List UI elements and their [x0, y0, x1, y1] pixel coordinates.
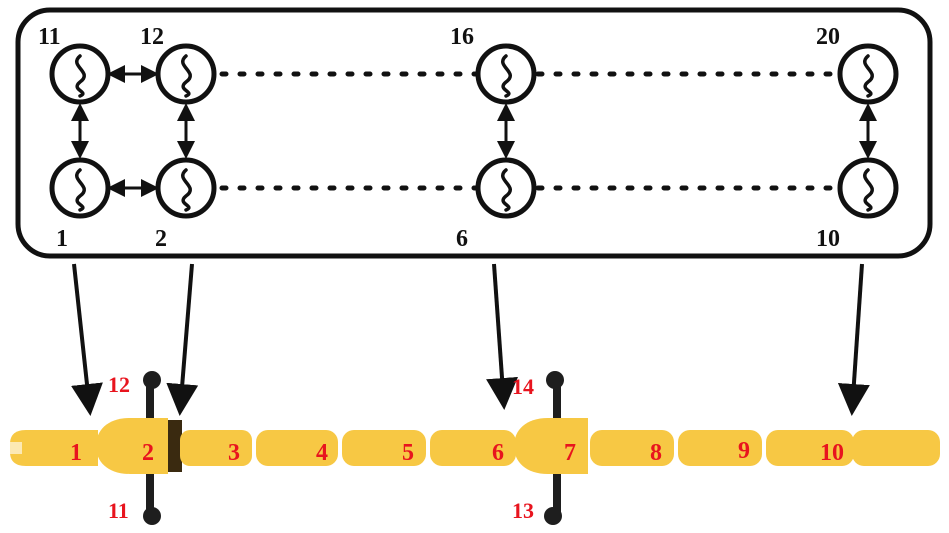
segment-label-3: 3: [228, 440, 240, 466]
segment-label-9: 9: [738, 438, 750, 464]
leg-label-13: 13: [512, 498, 534, 523]
leg-front-right: [143, 466, 161, 525]
segment-2-joint: [168, 420, 182, 472]
segment-10: [766, 430, 854, 466]
oscillator-label-6: 6: [456, 226, 468, 252]
mapping-arrow-10: [837, 263, 870, 416]
sine-wave-icon: [501, 54, 512, 98]
segment-label-2: 2: [142, 440, 154, 466]
sine-wave-icon: [863, 168, 874, 212]
segment-label-8: 8: [650, 440, 662, 466]
mapping-arrow-2: [166, 263, 199, 416]
sine-wave-icon: [501, 168, 512, 212]
oscillator-label-11: 11: [38, 24, 61, 50]
oscillator-label-12: 12: [140, 24, 164, 50]
leg-rear-left: [546, 371, 564, 420]
segment-label-4: 4: [316, 440, 328, 466]
robot-body: [8, 418, 940, 474]
segment-label-7: 7: [564, 440, 576, 466]
segment-6: [430, 430, 516, 466]
segment-2: [96, 418, 168, 474]
segment-3: [180, 430, 252, 466]
sine-wave-icon: [181, 168, 192, 212]
oscillator-label-16: 16: [450, 24, 474, 50]
segment-1: [10, 430, 98, 466]
leg-label-14: 14: [512, 374, 534, 399]
oscillator-1: [49, 157, 111, 219]
segment-4: [256, 430, 338, 466]
oscillator-2: [155, 157, 217, 219]
segment-label-5: 5: [402, 440, 414, 466]
leg-front-left: [143, 371, 161, 428]
mapping-arrow-6: [486, 263, 518, 410]
leg-label-12: 12: [108, 372, 130, 397]
oscillator-16: [475, 43, 537, 105]
oscillator-label-20: 20: [816, 24, 840, 50]
sine-wave-icon: [181, 54, 192, 98]
oscillator-10: [837, 157, 899, 219]
segment-5: [342, 430, 426, 466]
segment-label-1: 1: [70, 440, 82, 466]
segment-9: [678, 430, 762, 466]
oscillator-label-1: 1: [56, 226, 68, 252]
segment-label-6: 6: [492, 440, 504, 466]
segment-label-10: 10: [820, 440, 844, 466]
oscillator-6: [475, 157, 537, 219]
sine-wave-icon: [75, 54, 86, 98]
segment-1-tip: [8, 442, 22, 454]
leg-label-11: 11: [108, 498, 129, 523]
oscillator-label-10: 10: [816, 226, 840, 252]
oscillator-12: [155, 43, 217, 105]
segment-tail: [852, 430, 940, 466]
oscillator-11: [49, 43, 111, 105]
oscillator-label-2: 2: [155, 226, 167, 252]
segment-7: [514, 418, 588, 474]
sine-wave-icon: [863, 54, 874, 98]
oscillator-20: [837, 43, 899, 105]
segment-8: [590, 430, 674, 466]
sine-wave-icon: [75, 168, 86, 212]
mapping-arrow-1: [71, 263, 103, 416]
leg-rear-right: [544, 466, 562, 525]
